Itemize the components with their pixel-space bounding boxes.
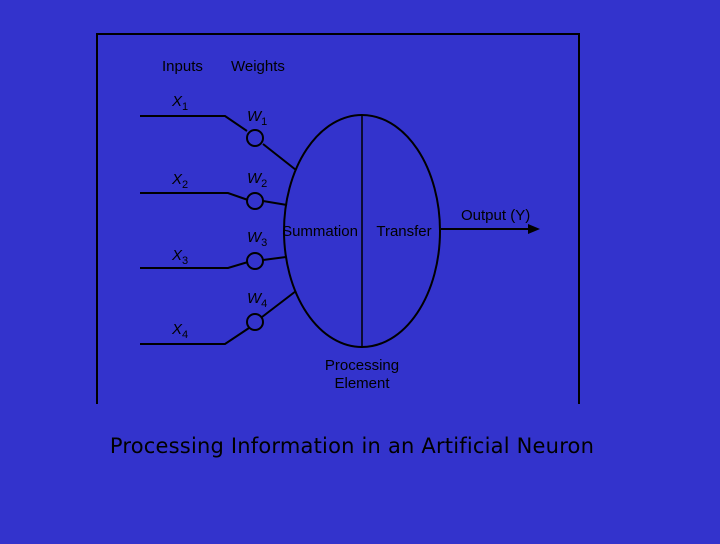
input-name: X (171, 171, 183, 188)
transfer-label: Transfer (376, 223, 431, 240)
weight-name: W (247, 290, 263, 307)
diagram-frame (96, 33, 580, 404)
weight-to-neuron-line (262, 200, 288, 206)
weight-subscript: 3 (261, 237, 267, 249)
input-line (140, 327, 250, 345)
input-name: X (171, 93, 183, 110)
input-row-3: X3 W3 (140, 229, 287, 270)
summation-label: Summation (282, 223, 358, 240)
input-line (140, 261, 249, 269)
weight-name: W (247, 229, 263, 246)
input-name: X (171, 321, 183, 338)
input-line (140, 192, 249, 201)
weight-name: W (247, 108, 263, 125)
input-label-x3: X3 (171, 247, 188, 267)
input-label-x2: X2 (171, 171, 188, 191)
weight-label-w2: W2 (247, 170, 267, 190)
weight-node (246, 129, 264, 147)
weight-to-neuron-line (262, 256, 287, 261)
output-arrowhead (528, 224, 540, 234)
input-line (140, 115, 248, 132)
input-subscript: 2 (182, 179, 188, 191)
input-subscript: 3 (182, 255, 188, 267)
weight-label-w4: W4 (247, 290, 267, 310)
weight-to-neuron-line (261, 290, 297, 318)
slide-caption: Processing Information in an Artificial … (109, 434, 595, 458)
inputs-header: Inputs (162, 58, 203, 75)
weight-label-w1: W1 (247, 108, 267, 128)
weight-label-w3: W3 (247, 229, 267, 249)
processing-label-line1: Processing (325, 357, 399, 374)
processing-label-line2: Element (334, 375, 390, 392)
weight-name: W (247, 170, 263, 187)
weight-subscript: 4 (261, 298, 267, 310)
weight-node (246, 313, 264, 331)
input-label-x4: X4 (171, 321, 188, 341)
weight-to-neuron-line (262, 143, 297, 171)
input-name: X (171, 247, 183, 264)
weights-header: Weights (231, 58, 285, 75)
neuron-body (283, 114, 441, 348)
input-subscript: 1 (182, 101, 188, 113)
weight-subscript: 2 (261, 178, 267, 190)
input-label-x1: X1 (171, 93, 188, 113)
input-row-4: X4 W4 (140, 290, 297, 345)
input-row-2: X2 W2 (140, 170, 288, 210)
weight-subscript: 1 (261, 116, 267, 128)
input-row-1: X1 W1 (140, 93, 297, 171)
input-subscript: 4 (182, 329, 188, 341)
weight-node (246, 252, 264, 270)
output-label: Output (Y) (461, 207, 530, 224)
